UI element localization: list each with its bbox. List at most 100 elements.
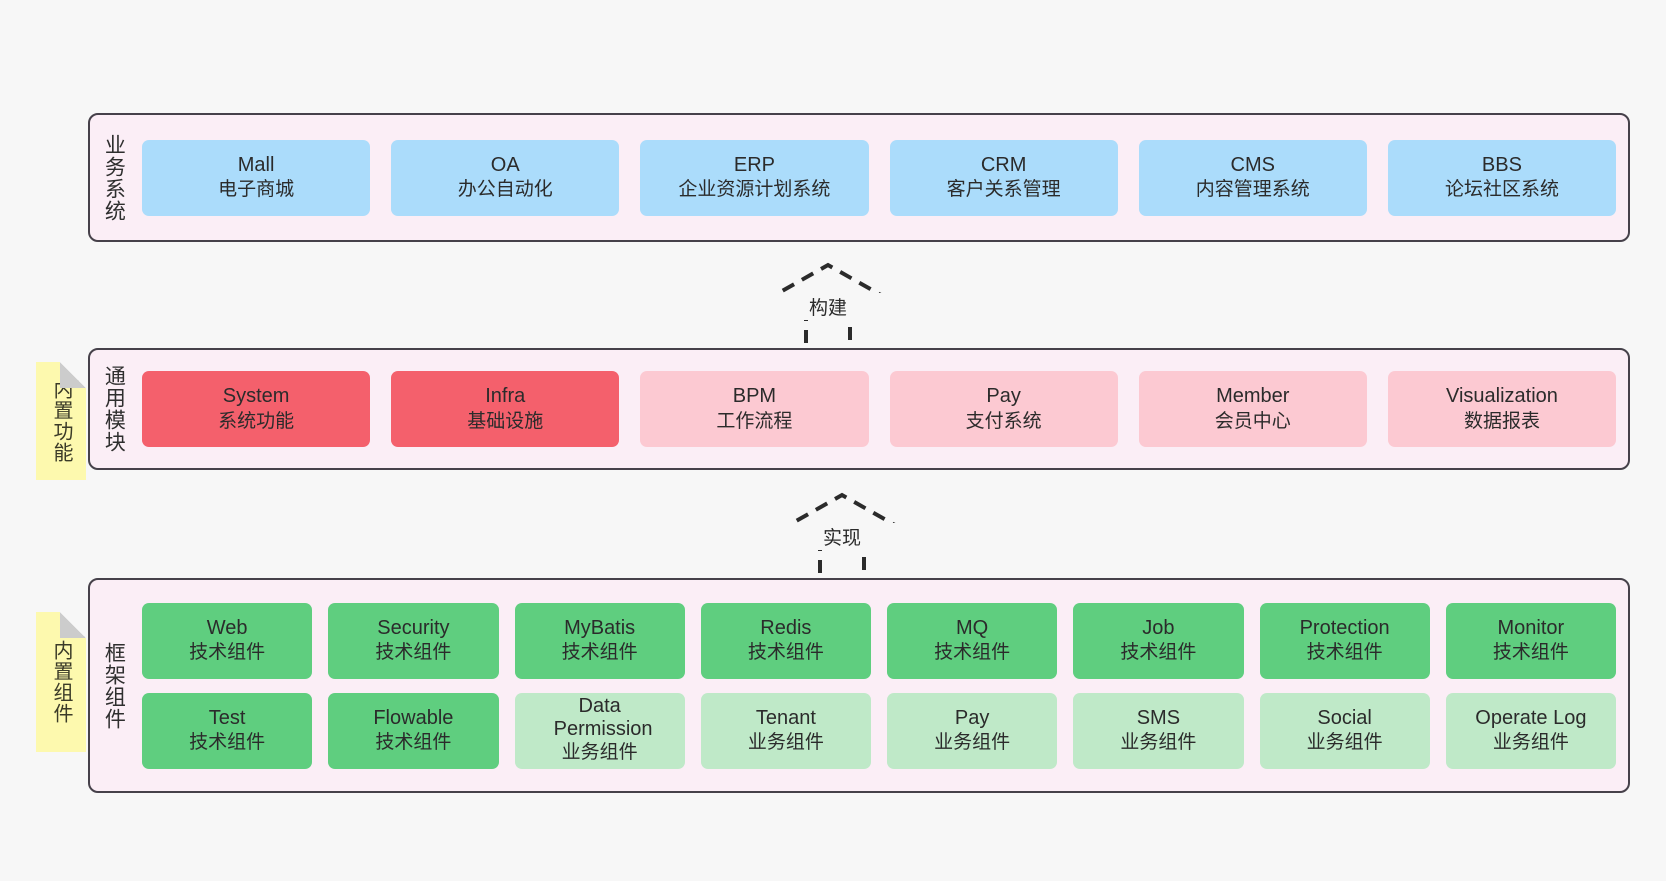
box-title: OA <box>490 153 520 176</box>
box-title: MQ <box>956 616 989 639</box>
box-job[interactable]: Job 技术组件 <box>1073 602 1244 679</box>
layer-body-common-module: System 系统功能 Infra 基础设施 BPM 工作流程 Pay 支付系统… <box>136 350 1628 468</box>
layer-common-module: 通用模块 System 系统功能 Infra 基础设施 BPM 工作流程 Pay… <box>88 348 1630 470</box>
box-social[interactable]: Social 业务组件 <box>1259 692 1430 769</box>
layer-body-business-system: Mall 电子商城 OA 办公自动化 ERP 企业资源计划系统 CRM 客户关系… <box>136 115 1628 240</box>
box-title: Social <box>1317 706 1372 729</box>
box-subtitle: 内容管理系统 <box>1195 179 1310 201</box>
box-pay[interactable]: Pay 支付系统 <box>889 371 1118 447</box>
box-system[interactable]: System 系统功能 <box>142 371 371 447</box>
arrow-implement: 实现 <box>772 492 912 574</box>
box-subtitle: 系统功能 <box>218 410 295 432</box>
box-subtitle: 企业资源计划系统 <box>678 179 831 201</box>
box-title: Protection <box>1299 616 1390 639</box>
box-visualization[interactable]: Visualization 数据报表 <box>1387 371 1617 447</box>
layer-title-business-system: 业务系统 <box>102 133 126 222</box>
box-web[interactable]: Web 技术组件 <box>142 602 313 679</box>
box-subtitle: 基础设施 <box>467 410 544 432</box>
box-subtitle: 业务组件 <box>747 732 824 754</box>
box-subtitle: 技术组件 <box>189 642 266 664</box>
box-subtitle: 论坛社区系统 <box>1444 179 1559 201</box>
row: Web 技术组件 Security 技术组件 MyBatis 技术组件 Redi… <box>142 602 1616 679</box>
box-subtitle: 技术组件 <box>375 642 452 664</box>
box-subtitle: 会员中心 <box>1214 410 1291 432</box>
row: Mall 电子商城 OA 办公自动化 ERP 企业资源计划系统 CRM 客户关系… <box>142 139 1617 216</box>
layer-body-framework-component: Web 技术组件 Security 技术组件 MyBatis 技术组件 Redi… <box>136 580 1628 791</box>
box-subtitle: 技术组件 <box>1120 642 1197 664</box>
row: Test 技术组件 Flowable 技术组件 Data Permission … <box>142 692 1616 769</box>
layer-business-system: 业务系统 Mall 电子商城 OA 办公自动化 ERP 企业资源计划系统 CRM… <box>88 113 1630 242</box>
box-title: CRM <box>980 153 1027 176</box>
box-subtitle: 技术组件 <box>1306 642 1383 664</box>
box-mall[interactable]: Mall 电子商城 <box>142 139 371 216</box>
arrow-build-shape <box>758 262 898 343</box>
box-subtitle: 业务组件 <box>1492 732 1569 754</box>
layer-title-common-module: 通用模块 <box>102 365 126 453</box>
box-oa[interactable]: OA 办公自动化 <box>391 139 620 216</box>
box-title: CMS <box>1230 153 1275 176</box>
box-subtitle: 业务组件 <box>934 732 1011 754</box>
box-sms[interactable]: SMS 业务组件 <box>1073 692 1244 769</box>
box-subtitle: 客户关系管理 <box>946 179 1061 201</box>
sticky-note-builtin-component: 内置组件 <box>36 612 86 752</box>
box-redis[interactable]: Redis 技术组件 <box>700 602 871 679</box>
box-mq[interactable]: MQ 技术组件 <box>887 602 1058 679</box>
box-title: Security <box>377 616 450 639</box>
box-subtitle: 业务组件 <box>1120 732 1197 754</box>
box-subtitle: 业务组件 <box>1306 732 1383 754</box>
box-operate-log[interactable]: Operate Log 业务组件 <box>1445 692 1616 769</box>
arrow-build-label: 构建 <box>758 293 898 320</box>
box-bbs[interactable]: BBS 论坛社区系统 <box>1387 139 1617 216</box>
layer-title-framework-component: 框架组件 <box>102 641 126 730</box>
box-subtitle: 技术组件 <box>561 642 638 664</box>
box-title: BBS <box>1481 153 1522 176</box>
box-title: Member <box>1216 385 1290 408</box>
box-title: Mall <box>237 153 275 176</box>
box-erp[interactable]: ERP 企业资源计划系统 <box>640 139 869 216</box>
sticky-note-builtin-function: 内置功能 <box>36 362 86 480</box>
box-title: BPM <box>732 385 777 408</box>
layer-framework-component: 框架组件 Web 技术组件 Security 技术组件 MyBatis 技术组件… <box>88 578 1630 793</box>
box-subtitle: 数据报表 <box>1463 410 1540 432</box>
arrow-build: 构建 <box>758 262 898 344</box>
box-flowable[interactable]: Flowable 技术组件 <box>328 692 499 769</box>
box-bpm[interactable]: BPM 工作流程 <box>640 371 869 447</box>
box-security[interactable]: Security 技术组件 <box>328 602 499 679</box>
box-subtitle: 电子商城 <box>218 179 295 201</box>
box-crm[interactable]: CRM 客户关系管理 <box>889 139 1118 216</box>
box-protection[interactable]: Protection 技术组件 <box>1259 602 1430 679</box>
box-subtitle: 技术组件 <box>934 642 1011 664</box>
box-subtitle: 技术组件 <box>189 732 266 754</box>
sticky-note-label: 内置组件 <box>50 640 72 724</box>
box-subtitle: 技术组件 <box>375 732 452 754</box>
box-subtitle: 技术组件 <box>747 642 824 664</box>
box-title: Web <box>206 616 248 639</box>
box-title: Redis <box>760 616 812 639</box>
box-title: SMS <box>1136 706 1181 729</box>
box-title: Flowable <box>373 706 454 729</box>
box-infra[interactable]: Infra 基础设施 <box>391 371 620 447</box>
box-subtitle: 办公自动化 <box>457 179 553 201</box>
box-title: Test <box>208 706 246 729</box>
box-title: Data Permission <box>553 695 653 741</box>
box-title: ERP <box>733 153 775 176</box>
box-subtitle: 业务组件 <box>561 742 638 764</box>
box-title: Pay <box>986 385 1021 408</box>
box-member[interactable]: Member 会员中心 <box>1138 371 1367 447</box>
box-tenant[interactable]: Tenant 业务组件 <box>700 692 871 769</box>
sticky-note-label: 内置功能 <box>50 379 72 463</box>
box-title: Monitor <box>1497 616 1565 639</box>
box-title: Tenant <box>755 706 816 729</box>
arrow-implement-label: 实现 <box>772 523 912 550</box>
box-monitor[interactable]: Monitor 技术组件 <box>1445 602 1616 679</box>
box-mybatis[interactable]: MyBatis 技术组件 <box>514 602 685 679</box>
box-pay-component[interactable]: Pay 业务组件 <box>887 692 1058 769</box>
box-title: Visualization <box>1445 385 1558 408</box>
box-title: Operate Log <box>1475 706 1587 729</box>
box-cms[interactable]: CMS 内容管理系统 <box>1138 139 1367 216</box>
box-subtitle: 技术组件 <box>1492 642 1569 664</box>
box-test[interactable]: Test 技术组件 <box>142 692 313 769</box>
box-title: Pay <box>954 706 990 729</box>
box-data-permission[interactable]: Data Permission 业务组件 <box>514 692 685 769</box>
arrow-implement-shape <box>772 492 912 573</box>
